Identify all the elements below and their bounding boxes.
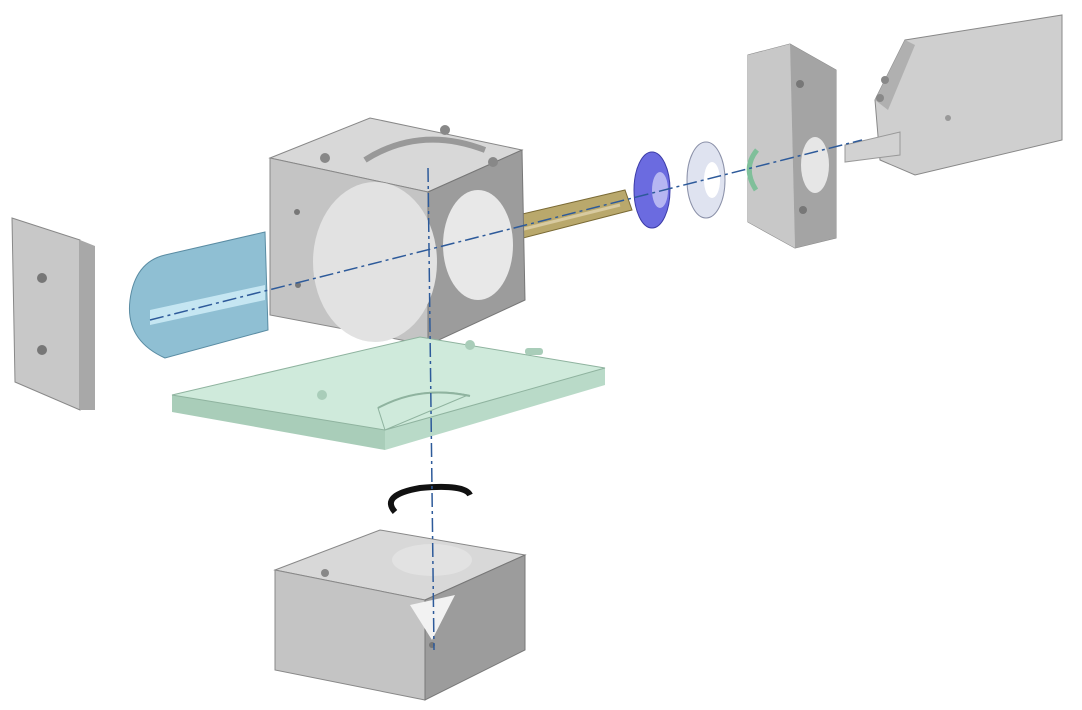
- base-plate: [171, 336, 606, 450]
- snap-ring: [387, 483, 473, 514]
- right-end-plate: [747, 43, 837, 249]
- bearing-purple: [633, 151, 671, 229]
- bearing-white: [686, 141, 726, 219]
- main-housing: [268, 117, 526, 346]
- vertical-assembly-axis: [427, 167, 435, 651]
- left-end-plate: [11, 217, 95, 411]
- bottom-block: [273, 529, 527, 701]
- horizontal-assembly-axis: [149, 139, 863, 321]
- retaining-clip: [746, 148, 759, 192]
- end-cover-right: [844, 14, 1063, 176]
